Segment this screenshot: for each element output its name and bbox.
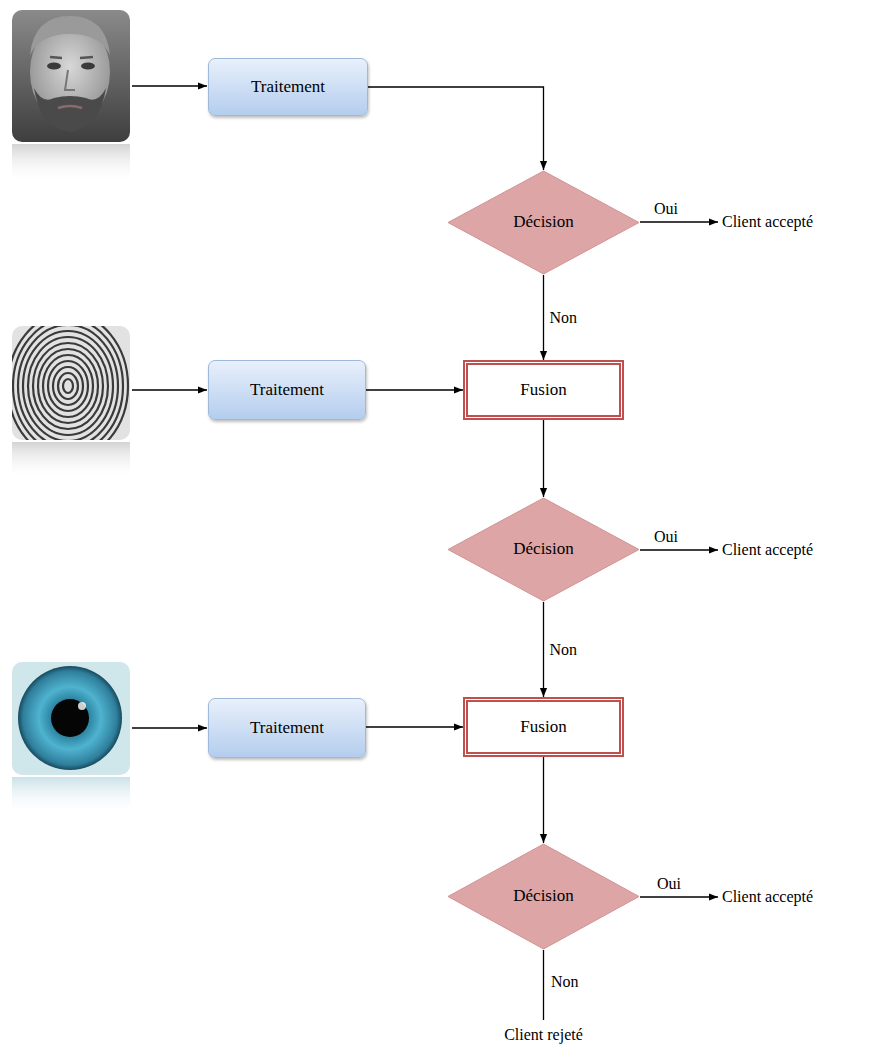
flow-arrow	[543, 275, 544, 360]
decision-diamond: Décision	[447, 170, 640, 275]
input-arrow	[132, 389, 207, 390]
outcome-label: Client accepté	[722, 212, 813, 231]
photo-reflection	[12, 442, 130, 480]
process-box: Traitement	[208, 360, 366, 420]
node-text: Décision	[513, 886, 573, 906]
branch-label: Oui	[654, 199, 678, 218]
branch-label: Non	[551, 972, 579, 991]
input-arrow	[132, 85, 207, 86]
outcome-label: Client accepté	[722, 540, 813, 559]
flow-arrow	[543, 757, 544, 843]
node-text: Traitement	[250, 718, 324, 738]
branch-label: Oui	[654, 527, 678, 546]
branch-label: Oui	[657, 874, 681, 893]
flow-arrow	[368, 87, 544, 170]
process-box: Traitement	[208, 58, 368, 116]
flow-arrow	[366, 726, 463, 727]
node-text: Traitement	[250, 380, 324, 400]
outcome-label: Client accepté	[722, 887, 813, 906]
outcome-arrow	[640, 221, 718, 222]
photo-reflection	[12, 144, 130, 184]
diamond-shape	[448, 171, 639, 274]
outcome-arrow	[640, 896, 718, 897]
node-text: Fusion	[520, 380, 566, 400]
flow-arrow	[366, 389, 463, 390]
edge-label: Non	[549, 640, 579, 659]
diamond-shape	[448, 498, 639, 601]
decision-diamond: Décision	[447, 497, 640, 602]
outcome-line	[543, 950, 544, 1020]
fingerprint-image	[12, 326, 130, 440]
fusion-box: Fusion	[463, 360, 624, 420]
face-photo	[12, 10, 130, 142]
node-text: Décision	[513, 212, 573, 232]
flow-arrow	[543, 420, 544, 497]
iris-image	[12, 662, 130, 775]
photo-reflection	[12, 777, 130, 815]
decision-diamond: Décision	[447, 843, 640, 950]
node-text: Traitement	[251, 77, 325, 97]
outcome-arrow	[640, 549, 718, 550]
edge-label: Non	[549, 308, 579, 327]
fusion-box: Fusion	[463, 697, 624, 757]
outcome-label: Client rejeté	[504, 1025, 583, 1044]
flow-arrow	[543, 602, 544, 697]
diamond-shape	[448, 844, 639, 949]
input-arrow	[132, 727, 207, 728]
node-text: Décision	[513, 539, 573, 559]
node-text: Fusion	[520, 717, 566, 737]
process-box: Traitement	[208, 698, 366, 758]
